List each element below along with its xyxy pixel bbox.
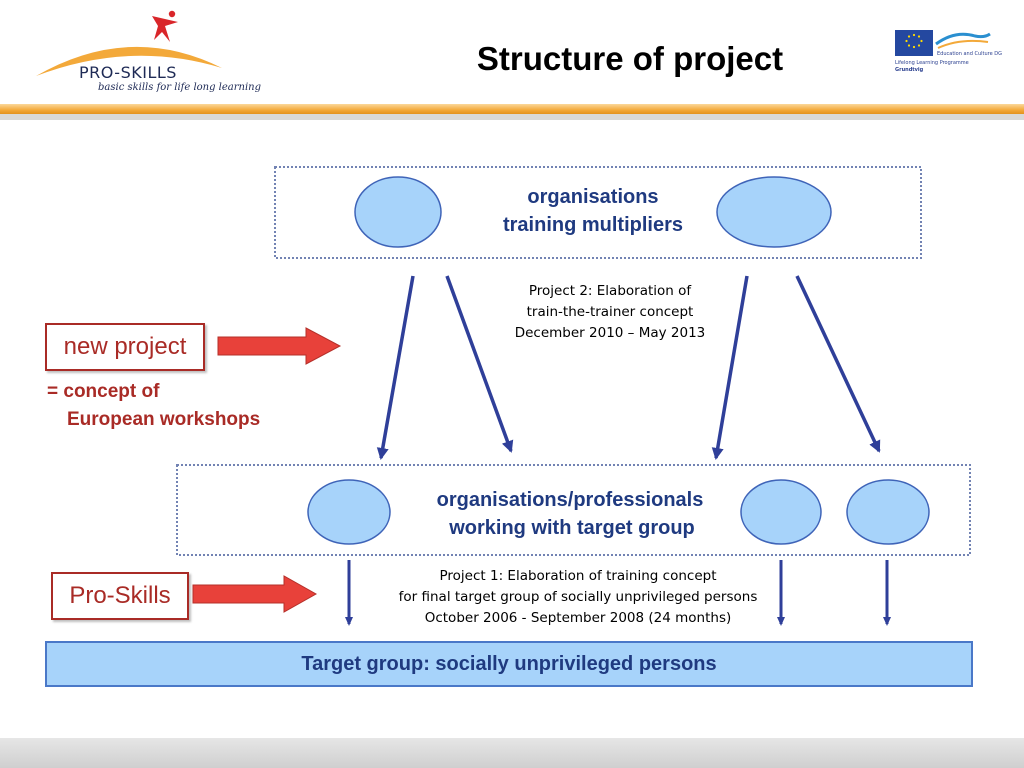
middle-box-line2: working with target group [448, 517, 695, 539]
eu-logo-line1: Education and Culture DG [937, 51, 1002, 57]
arrow-top-to-middle-4 [795, 275, 881, 453]
top-ellipse-left [354, 176, 442, 248]
eu-logo-line2: Lifelong Learning Programme [895, 60, 969, 66]
project2-line: December 2010 – May 2013 [514, 325, 706, 341]
project1-line: October 2006 - September 2008 (24 months… [424, 610, 732, 626]
logo-name: PRO-SKILLS [79, 63, 177, 82]
slide-title: Structure of project [476, 40, 784, 77]
pro-skills-label: Pro-Skills [51, 572, 189, 620]
pro-skills-arrow-icon [192, 575, 318, 613]
top-ellipse-right [716, 176, 832, 248]
eu-logo [895, 30, 991, 56]
middle-ellipse-center [740, 479, 822, 545]
middle-ellipse-left [307, 479, 391, 545]
middle-ellipse-right [846, 479, 930, 545]
project2-line: Project 2: Elaboration of [528, 283, 692, 299]
arrow-top-to-middle-2 [445, 275, 514, 453]
header-orange-band [0, 104, 1024, 114]
concept-line: European workshops [67, 409, 261, 430]
top-box-line2: training multipliers [503, 214, 683, 236]
project1-line: Project 1: Elaboration of training conce… [439, 568, 717, 584]
pro-skills-logo [36, 10, 222, 76]
new-project-arrow-icon [217, 327, 342, 365]
lifelong-swoosh-icon [935, 32, 991, 46]
concept-line: = concept of [47, 381, 160, 402]
new-project-label: new project [45, 323, 205, 371]
top-box-line1: organisations [527, 186, 658, 208]
lifelong-swoosh-orange-icon [937, 39, 989, 49]
logo-tagline: basic skills for life long learning [98, 82, 262, 93]
logo-swoosh [36, 46, 222, 76]
project1-line: for final target group of socially unpri… [398, 589, 758, 605]
target-group-bar: Target group: socially unprivileged pers… [45, 641, 973, 687]
project2-description: Project 2: Elaboration of train-the-trai… [480, 281, 740, 344]
project2-line: train-the-trainer concept [526, 304, 694, 320]
eu-logo-line3: Grundtvig [895, 67, 924, 73]
project1-description: Project 1: Elaboration of training conce… [360, 566, 796, 629]
eu-stars-icon [905, 33, 923, 49]
footer-band [0, 738, 1024, 768]
arrow-top-to-middle-1 [376, 275, 415, 460]
concept-text: = concept of European workshops [47, 378, 260, 434]
arrow-top-to-middle-3 [711, 275, 749, 460]
logo-figure-icon [152, 10, 178, 42]
header-grey-line [0, 114, 1024, 120]
middle-box-line1: organisations/professionals [437, 489, 704, 511]
